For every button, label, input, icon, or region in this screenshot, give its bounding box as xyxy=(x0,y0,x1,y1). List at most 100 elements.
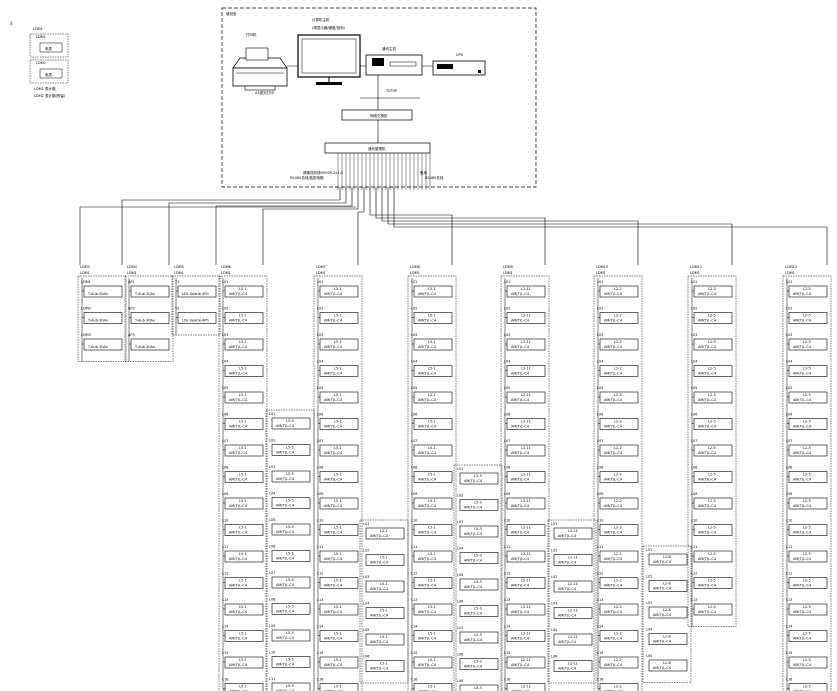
device-label: L5-1 xyxy=(334,658,342,662)
device-box xyxy=(413,577,453,589)
sub-device-name: L10 xyxy=(269,651,275,655)
device-box xyxy=(788,444,828,457)
device-name: L11 xyxy=(691,545,697,549)
device-label: L2-2 xyxy=(614,605,622,609)
device-label: L5-1 xyxy=(239,658,247,662)
device-name: LDM1 xyxy=(81,280,91,284)
sub-column-frame xyxy=(359,519,409,684)
device-label: L5-1 xyxy=(334,314,342,318)
sub-device-model: AM(T)L-C4 xyxy=(370,561,389,565)
device-model: AM(T)L-C4 xyxy=(418,584,437,588)
device-name: L10 xyxy=(317,519,323,523)
device-box xyxy=(506,603,546,616)
device-name: L13 xyxy=(786,598,792,602)
device-label: L5-1 xyxy=(239,367,247,371)
device-box xyxy=(130,285,170,298)
sub-device-name: L01 xyxy=(269,412,275,416)
device-box xyxy=(319,656,359,669)
printer-label: 打印机 xyxy=(246,32,257,37)
printer-note: A3激光打印 xyxy=(255,90,274,95)
device-name: L02 xyxy=(691,307,697,311)
sub-device-label: L5-3 xyxy=(474,554,482,558)
device-name: L12 xyxy=(317,572,323,576)
device-label: L5-1 xyxy=(239,314,247,318)
sub-device-box xyxy=(553,633,593,646)
device-label: L2-11 xyxy=(521,499,531,503)
sub-device-box xyxy=(271,444,311,456)
device-model: AM(T)L-C4 xyxy=(698,292,717,296)
device-name: L02 xyxy=(317,307,323,311)
device-label: L5-1 xyxy=(334,446,342,450)
device-model: AM(T)L-C4 xyxy=(793,345,812,349)
device-model: AM(T)L-C4 xyxy=(604,292,623,296)
device-model: AM(T)L-C4 xyxy=(793,372,812,376)
device-box xyxy=(599,444,639,457)
sub-device-name: L08 xyxy=(457,653,463,657)
sub-device-label: L2-11 xyxy=(568,609,578,613)
device-box xyxy=(599,630,639,642)
sub-column-frame xyxy=(265,409,315,691)
device-name: L08 xyxy=(691,466,697,470)
column-sub: LDM1 xyxy=(596,271,606,275)
sub-device-box xyxy=(459,499,499,511)
device-box xyxy=(319,497,359,510)
device-name: L14 xyxy=(411,625,418,629)
device-label: L2-5 xyxy=(803,393,811,397)
sub-device-label: L5-3 xyxy=(474,501,482,505)
control-room-group: 值班室 打印机 A3激光打印 计算机主机 (带显示器/键盘/鼠标) 通讯主机 xyxy=(221,7,537,190)
device-label: L5-1 xyxy=(428,579,436,583)
device-label: L2-2 xyxy=(614,658,622,662)
device-model: AM(T)L-C4 xyxy=(604,610,623,614)
device-box xyxy=(599,338,639,351)
device-name: L02 xyxy=(411,307,417,311)
sub-device-label: L2-8 xyxy=(663,635,671,639)
device-box xyxy=(788,338,828,351)
device-label: L5-1 xyxy=(334,287,342,291)
device-name: L04 xyxy=(411,360,418,364)
sub-device-model: AM(T)L-C4 xyxy=(370,614,389,618)
device-name: LDM3 xyxy=(81,333,91,337)
sub-device-model: AM(T)L-C4 xyxy=(464,638,483,642)
device-box xyxy=(413,444,453,457)
device-label: L5-1 xyxy=(239,287,247,291)
feeder-line xyxy=(375,187,546,265)
device-label: L2-5 xyxy=(803,367,811,371)
device-model: AM(T)L-C4 xyxy=(793,504,812,508)
sub-column-1: L01L5-5AM(T)L-C4L02L5-5AM(T)L-C4L03L5-5A… xyxy=(265,409,315,691)
sub-device-name: L04 xyxy=(646,628,653,632)
device-name: L03 xyxy=(222,333,228,337)
device-label: L2-11 xyxy=(521,393,531,397)
device-name: L11 xyxy=(504,545,510,549)
device-box xyxy=(83,338,123,351)
sub-device-name: L02 xyxy=(646,575,652,579)
device-name: L06 xyxy=(691,413,697,417)
sub-device-label: L5-3 xyxy=(474,660,482,664)
column-sub: LDM1 xyxy=(174,271,184,275)
device-label: L2-11 xyxy=(521,340,531,344)
column-frame xyxy=(782,275,832,691)
feeder-line xyxy=(168,187,347,265)
device-box xyxy=(693,603,733,616)
sub-device-label: L5-3 xyxy=(474,607,482,611)
device-name: L01 xyxy=(597,280,603,284)
sub-column-frame xyxy=(547,519,597,684)
ups-icon xyxy=(432,60,486,76)
sub-device-label: L5-3 xyxy=(474,686,482,690)
sub-device-model: AM(T)L-C4 xyxy=(276,610,295,614)
device-label: L5-1 xyxy=(428,446,436,450)
sub-device-model: AM(T)L-C4 xyxy=(653,666,672,670)
device-name: L12 xyxy=(786,572,792,576)
device-box xyxy=(413,471,453,483)
monitor-note: (带显示器/键盘/鼠标) xyxy=(312,25,346,30)
device-box xyxy=(599,656,639,669)
sub-device-box xyxy=(648,553,688,566)
device-label: L2-11 xyxy=(521,526,531,530)
device-label: L2-5 xyxy=(803,420,811,424)
column-frame xyxy=(313,275,363,691)
device-box xyxy=(788,312,828,324)
device-model: AM(T)L-C4 xyxy=(229,663,248,667)
sub-column-4: L01L2-11AM(T)L-C4L02L2-11AM(T)L-C4L03L2-… xyxy=(547,519,597,684)
sub-device-model: AM(T)L-C4 xyxy=(653,587,672,591)
sub-device-name: L11 xyxy=(269,677,275,681)
device-box xyxy=(599,391,639,404)
